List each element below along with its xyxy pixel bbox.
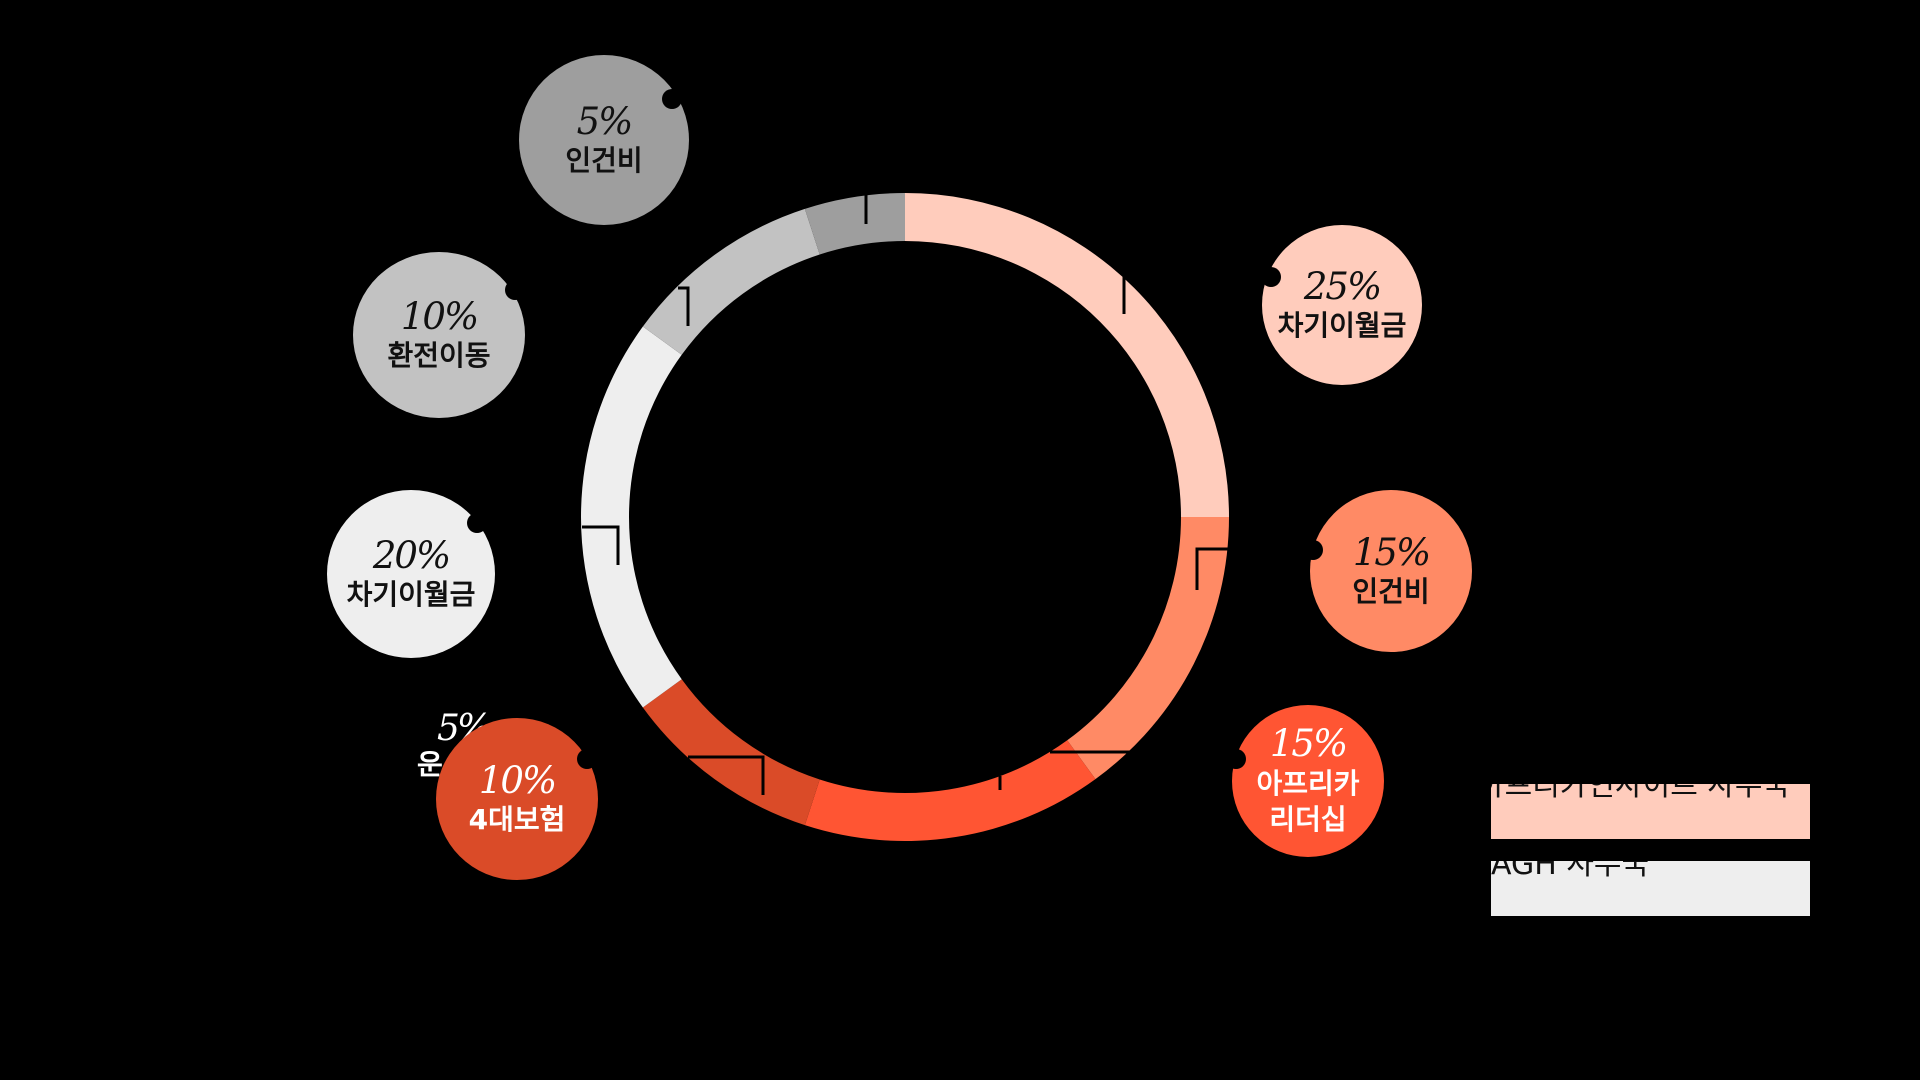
- bubble-pct: 15%: [1352, 530, 1431, 574]
- legend-item-agh: AGH 사무국: [1491, 861, 1810, 916]
- bubble-ai-carryover: 25% 차기이월금: [1262, 225, 1422, 385]
- donut-slice: [804, 740, 1096, 841]
- donut-ring: [581, 193, 1229, 841]
- connector-dot: [1261, 267, 1281, 287]
- bubble-label: 차기이월금: [346, 578, 476, 612]
- legend-item-africa-insight: 아프리카인사이트 사무국: [1491, 784, 1810, 839]
- bubble-pct: 10%: [400, 294, 479, 338]
- bubble-label: 4대보험: [468, 803, 566, 837]
- bubble-label: 인건비: [1352, 575, 1430, 609]
- donut-slice: [804, 193, 905, 255]
- donut-slice: [905, 193, 1229, 517]
- bubble-pct: 5%: [576, 99, 634, 143]
- bubble-agh-exchange: 10% 환전이동: [353, 252, 525, 418]
- donut-slice: [1067, 517, 1229, 780]
- bubble-label: 환전이동: [387, 339, 491, 373]
- legend-label: AGH 사무국: [1491, 861, 1650, 882]
- bubble-label-line2: 리더십: [1269, 803, 1347, 837]
- connector-dot: [1303, 540, 1323, 560]
- donut-slice: [642, 679, 820, 826]
- bubble-agh-personnel: 5% 인건비: [519, 55, 689, 225]
- bubble-pct: 10%: [478, 758, 557, 802]
- bubble-label-line1: 아프리카: [1256, 766, 1360, 800]
- leader-ticks: [582, 190, 1230, 795]
- bubble-pct: 20%: [372, 533, 451, 577]
- bubble-label: 차기이월금: [1277, 309, 1407, 343]
- bubble-pct: 15%: [1269, 722, 1348, 766]
- connector-dot: [467, 513, 487, 533]
- bubble-ai-leadership: 15% 아프리카 리더십: [1232, 705, 1384, 857]
- donut-slice: [581, 326, 682, 708]
- bubble-pct: 25%: [1303, 264, 1382, 308]
- connector-dot: [662, 89, 682, 109]
- bubble-insurance: 10% 4대보험: [436, 718, 598, 880]
- connector-dot: [1226, 749, 1246, 769]
- donut-slice: [642, 208, 820, 355]
- bubble-ai-personnel: 15% 인건비: [1310, 490, 1472, 652]
- bubble-label: 인건비: [565, 144, 643, 178]
- connector-dot: [505, 280, 525, 300]
- connector-dot: [577, 749, 597, 769]
- legend-label: 아프리카인사이트 사무국: [1491, 784, 1791, 803]
